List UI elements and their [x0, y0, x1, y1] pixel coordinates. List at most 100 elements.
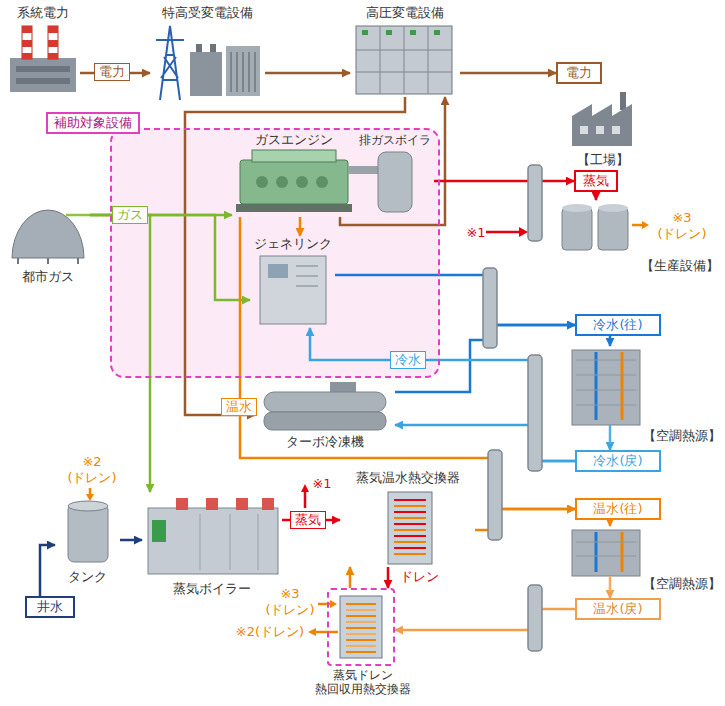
node-label: 高圧変電設備	[366, 5, 444, 21]
production-equipment-icon	[562, 208, 592, 250]
flow-label: 蒸気	[290, 511, 326, 529]
substation-icon	[156, 26, 260, 100]
node-label: 蒸気ドレン 熱回収用熱交換器	[293, 668, 433, 696]
power-plant-icon	[22, 53, 32, 59]
factory-icon	[572, 92, 632, 146]
switchgear: 高圧変電設備	[350, 5, 460, 97]
flow-label: 電力	[94, 63, 130, 81]
flow-label: 冷水	[390, 351, 426, 369]
flow-label: 温水	[221, 398, 257, 416]
subsidy-region: 補助対象設備ガスエンジン排ガスボイラジェネリンク	[110, 128, 440, 378]
callout-arrow	[330, 600, 337, 608]
flow-line	[265, 72, 350, 75]
gas-engine-icon	[316, 176, 328, 188]
gas-engine-icon	[236, 204, 352, 212]
production-equipment-icon	[598, 204, 628, 212]
substation-icon	[196, 44, 202, 52]
callout-arrow	[89, 488, 92, 494]
flow-line	[299, 217, 302, 236]
power-plant-icon	[48, 40, 58, 47]
callout-note: ※1	[312, 476, 332, 492]
air-handler: 【空調熱源】	[565, 526, 723, 592]
air-handler-icon	[595, 532, 598, 572]
node-label: 蒸気温水熱交換器	[356, 470, 460, 486]
pipe-stub	[66, 215, 610, 592]
output-box: 冷水(往)	[575, 314, 661, 336]
exhaust-boiler-icon	[378, 152, 412, 212]
flow-line	[609, 520, 612, 526]
heat-exchanger-icon	[394, 506, 426, 554]
node-label: 【空調熱源】	[643, 576, 721, 592]
substation-icon	[231, 52, 255, 92]
header-pipe	[528, 165, 542, 241]
node-label: 【空調熱源】	[643, 428, 721, 444]
turbo-chiller-icon	[264, 412, 386, 430]
flow-line	[387, 567, 390, 588]
air-handler-icon	[572, 350, 640, 425]
steam-boiler-icon	[200, 514, 258, 570]
production-equipment-icon	[598, 208, 628, 250]
absorption-chiller: ジェネリンク	[250, 236, 335, 328]
gas-engine-icon	[256, 176, 268, 188]
drain-heat-exchanger: 蒸気ドレン 熱回収用熱交換器	[327, 588, 395, 666]
flow-line	[395, 425, 575, 461]
air-handler: 【空調熱源】	[565, 346, 723, 444]
output-box: 電力	[556, 62, 602, 84]
exhaust-boiler: 排ガスボイラ	[356, 132, 434, 217]
air-handler-icon	[572, 530, 640, 576]
steam-boiler-icon	[152, 520, 166, 542]
drain-heat-exchanger-icon	[346, 610, 376, 646]
exhaust-boiler-icon	[348, 166, 378, 174]
factory-icon	[572, 104, 632, 146]
callout-arrow	[301, 484, 309, 492]
pipe-stub	[66, 214, 90, 217]
gas-holder-icon	[12, 210, 84, 258]
gas-engine-icon	[236, 150, 352, 212]
switchgear-icon	[362, 30, 368, 35]
callout-arrow	[86, 221, 649, 636]
node-label: 蒸気	[583, 173, 609, 189]
flow-line	[340, 97, 445, 225]
callout-note: ※1	[466, 225, 486, 241]
flow-label: ドレン	[396, 569, 443, 585]
switchgear-icon	[386, 30, 392, 35]
gas-engine: ガスエンジン	[232, 132, 355, 217]
turbo-chiller-icon	[264, 392, 386, 412]
flow-label: ガス	[112, 206, 148, 224]
switchgear-icon	[356, 26, 452, 94]
substation-icon	[210, 44, 216, 52]
power-grid: 系統電力	[5, 5, 80, 97]
node-label: 冷水(往)	[593, 317, 642, 333]
callout-arrow	[308, 628, 316, 636]
air-handler-icon	[572, 350, 640, 425]
factory-icon	[596, 126, 604, 134]
switchgear-icon	[356, 26, 452, 94]
flow-line	[40, 545, 55, 596]
substation-icon	[226, 46, 260, 96]
power-plant-icon	[16, 78, 70, 84]
node-label: ジェネリンク	[254, 236, 332, 252]
pipe-stub	[609, 576, 612, 592]
factory-icon	[580, 126, 588, 134]
heat-exchanger: 蒸気温水熱交換器	[340, 470, 475, 567]
drain-heat-exchanger-icon	[340, 596, 382, 658]
substation: 特高受変電設備	[150, 5, 265, 102]
steam-boiler-icon	[148, 498, 278, 574]
heat-exchanger-icon	[388, 492, 432, 564]
subsidy-area-fill	[110, 128, 440, 378]
gas-holder: 都市ガス	[5, 180, 90, 285]
power-plant-icon	[48, 26, 58, 33]
switchgear-icon	[434, 30, 440, 35]
air-handler-icon	[595, 352, 598, 420]
power-plant-icon	[22, 26, 32, 59]
gas-holder-icon	[12, 210, 84, 264]
node-label: 井水	[37, 599, 63, 615]
gas-holder-icon	[18, 258, 78, 264]
node-label: 電力	[566, 65, 592, 81]
node-label: 特高受変電設備	[162, 5, 253, 21]
flow-line	[609, 336, 612, 346]
absorption-chiller-icon	[260, 256, 326, 324]
turbo-chiller-icon	[264, 382, 386, 430]
drain-heat-exchanger-icon	[340, 596, 382, 658]
